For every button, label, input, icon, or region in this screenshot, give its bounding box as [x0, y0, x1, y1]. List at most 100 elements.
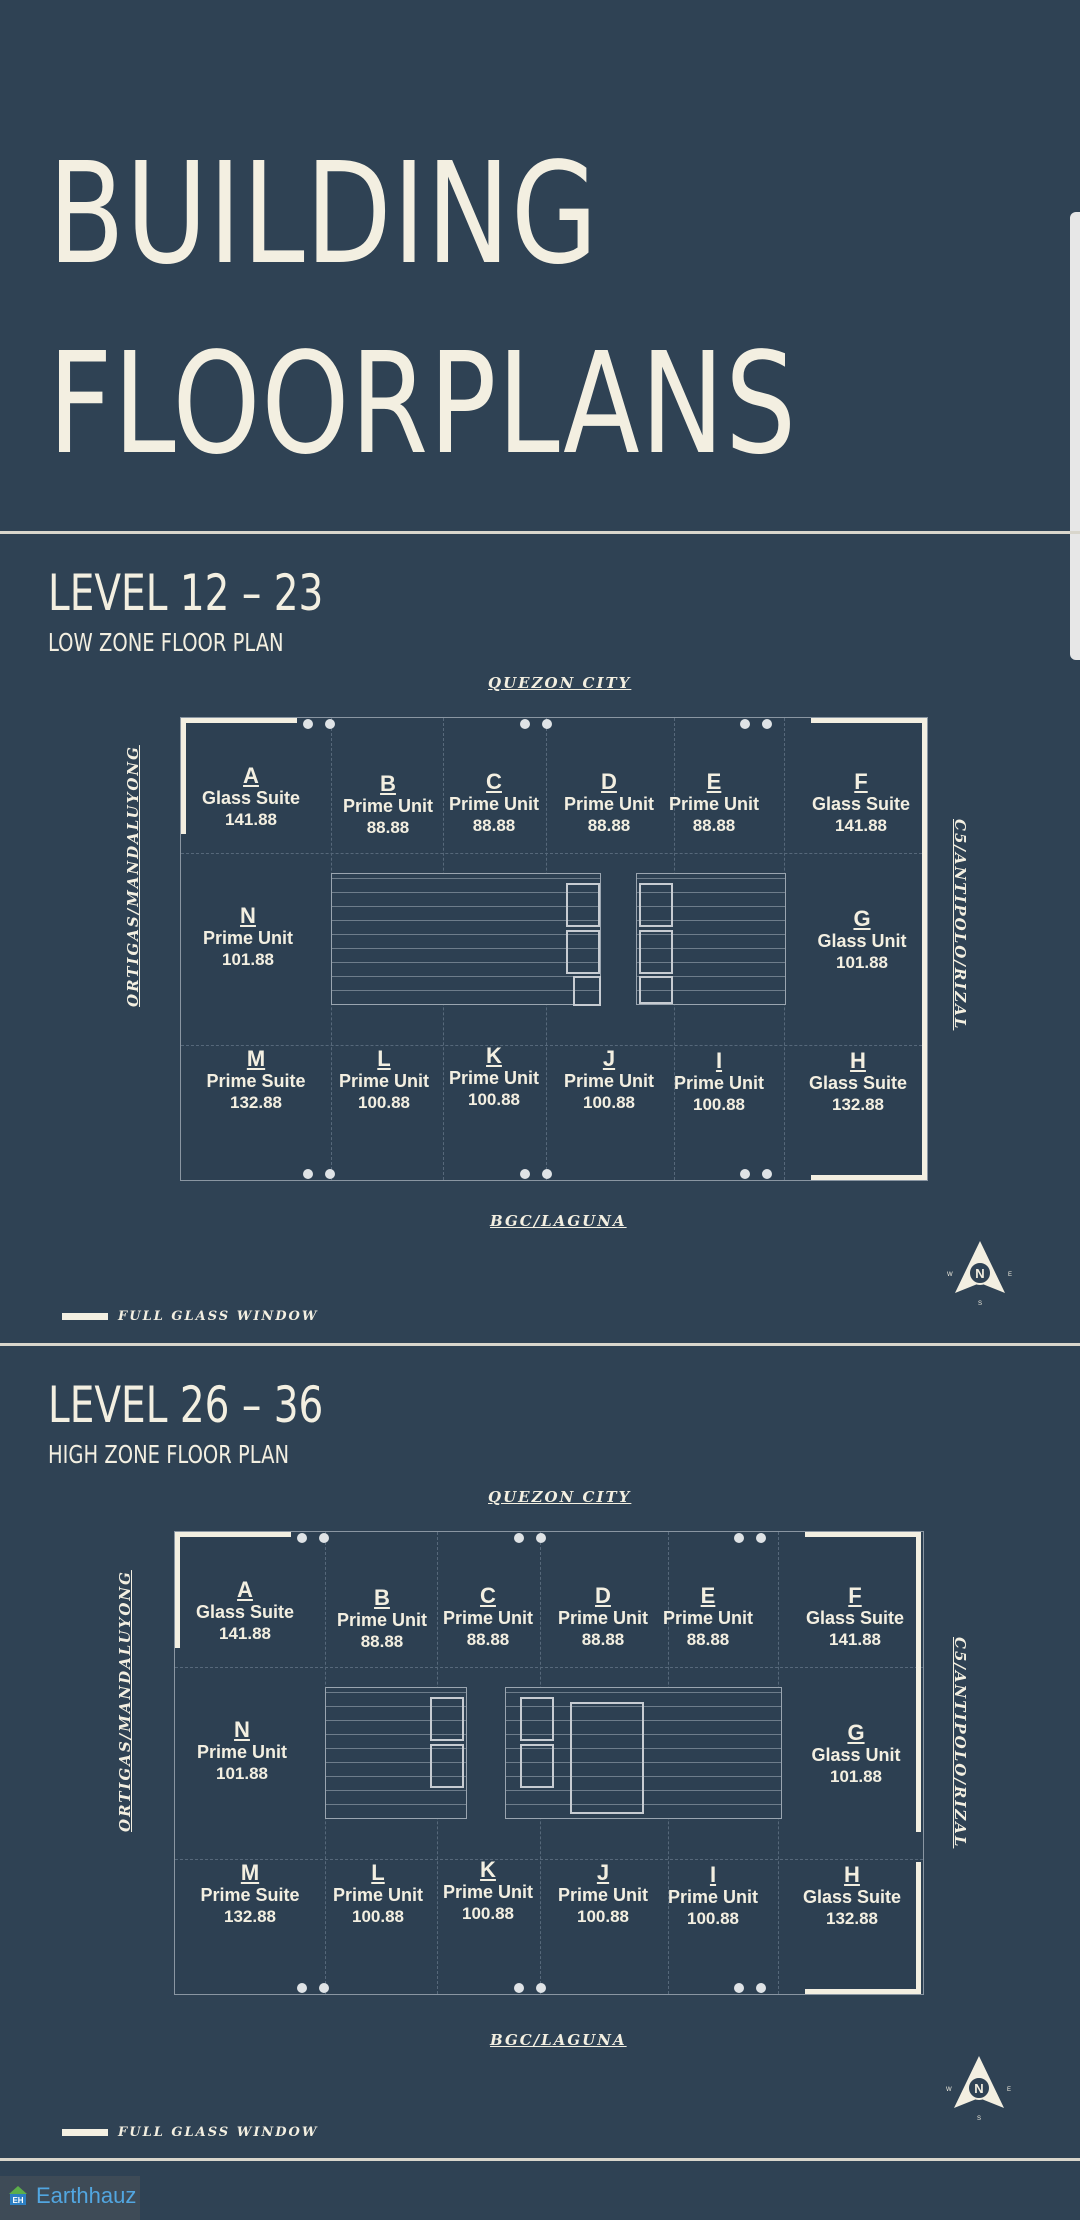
page-title: BUILDING FLOORPLANS — [48, 120, 797, 500]
brand-name: Earthhauz — [36, 2183, 137, 2208]
unit-type: Glass Suite — [811, 794, 911, 814]
unit-type: Prime Unit — [338, 1071, 430, 1091]
compass-circle — [968, 1261, 992, 1285]
elevator-shaft — [639, 883, 673, 927]
road-label-north: QUEZON CITY — [488, 1488, 632, 1506]
unit-area: 88.88 — [686, 1630, 730, 1649]
unit-letter: F — [848, 1583, 862, 1608]
unit-letter: M — [246, 1046, 266, 1071]
compass-south-label: S — [978, 1301, 982, 1307]
elevator-shaft — [573, 976, 601, 1006]
road-label-west: ORTIGAS/MANDALUYONG — [124, 745, 142, 1007]
logo-mark-text: EH — [12, 2196, 23, 2205]
full-glass-window — [181, 718, 186, 834]
unit-type: Prime Unit — [448, 1068, 540, 1088]
earthauz-logo[interactable]: EH Earthhauz — [0, 2176, 140, 2220]
unit-letter: J — [602, 1046, 616, 1071]
unit-type: Glass Unit — [817, 931, 907, 951]
zone-subheading: LOW ZONE FLOOR PLAN — [48, 628, 284, 657]
section-divider — [0, 1343, 1080, 1346]
unit-area: 100.88 — [687, 1909, 739, 1928]
unit-letter: H — [850, 1048, 866, 1073]
unit-area: 132.88 — [224, 1907, 276, 1926]
house-logo-icon: EH — [9, 2186, 27, 2205]
unit-letter: I — [709, 1862, 717, 1887]
unit-area: 141.88 — [219, 1624, 271, 1643]
structural-column-pair — [299, 717, 341, 731]
full-glass-window — [922, 718, 927, 1180]
unit-letter: M — [240, 1860, 260, 1885]
unit-area: 88.88 — [692, 816, 736, 835]
unit-type: Prime Suite — [200, 1885, 300, 1905]
unit-letter: G — [853, 906, 871, 931]
structural-column-pair — [730, 1531, 772, 1545]
unit-type: Prime Unit — [202, 928, 294, 948]
structural-column-pair — [293, 1981, 335, 1995]
unit-area: 132.88 — [230, 1093, 282, 1112]
unit-type: Prime Unit — [563, 794, 655, 814]
unit-area: 132.88 — [826, 1909, 878, 1928]
unit-type: Prime Unit — [662, 1608, 754, 1628]
compass-east-label: E — [1008, 1272, 1012, 1278]
unit-area: 100.88 — [462, 1904, 514, 1923]
brand-name-part1: Earth — [36, 2183, 89, 2208]
elevator-shaft — [566, 883, 600, 927]
unit-letter: K — [480, 1857, 496, 1882]
unit-area: 88.88 — [472, 816, 516, 835]
unit-letter: D — [595, 1583, 611, 1608]
unit-type: Prime Unit — [563, 1071, 655, 1091]
full-glass-window — [805, 1989, 921, 1994]
unit-letter: N — [240, 903, 256, 928]
structural-column-pair — [516, 1167, 558, 1181]
unit-type: Prime Unit — [442, 1882, 534, 1902]
unit-area: 101.88 — [836, 953, 888, 972]
unit-area: 88.88 — [466, 1630, 510, 1649]
unit-type: Prime Unit — [557, 1608, 649, 1628]
brand-name-part2: auz — [100, 2183, 137, 2208]
full-glass-window — [916, 1862, 921, 1994]
structural-column-pair — [736, 1167, 778, 1181]
full-glass-window — [811, 718, 927, 723]
compass-west-label: W — [946, 2087, 952, 2093]
unit-letter: N — [234, 1717, 250, 1742]
unit-area: 132.88 — [832, 1095, 884, 1114]
elevator-shaft — [639, 930, 673, 974]
section-divider — [0, 2158, 1080, 2161]
section-divider — [0, 531, 1080, 534]
scrollbar-thumb[interactable] — [1070, 212, 1080, 660]
unit-letter: E — [706, 769, 722, 794]
unit-area: 100.88 — [468, 1090, 520, 1109]
structural-column-pair — [510, 1981, 552, 1995]
